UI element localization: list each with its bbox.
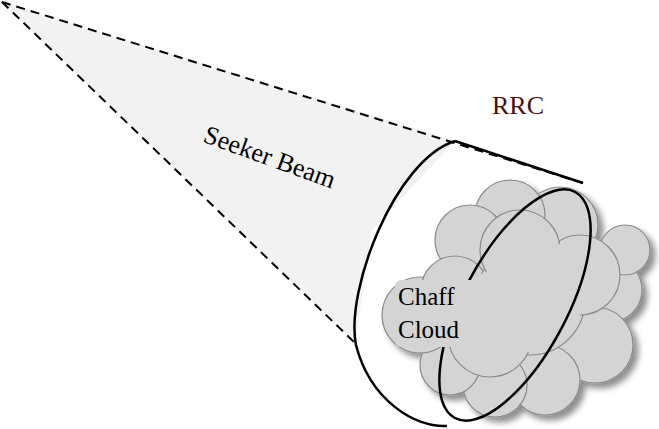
cylinder-edge	[455, 141, 583, 183]
cloud-text: Chaff Cloud	[395, 280, 491, 347]
beam-fill	[2, 2, 455, 343]
rrc-label: RRC	[492, 90, 544, 121]
cloud-node: Chaff Cloud	[395, 280, 491, 347]
beam-edge	[2, 2, 355, 343]
